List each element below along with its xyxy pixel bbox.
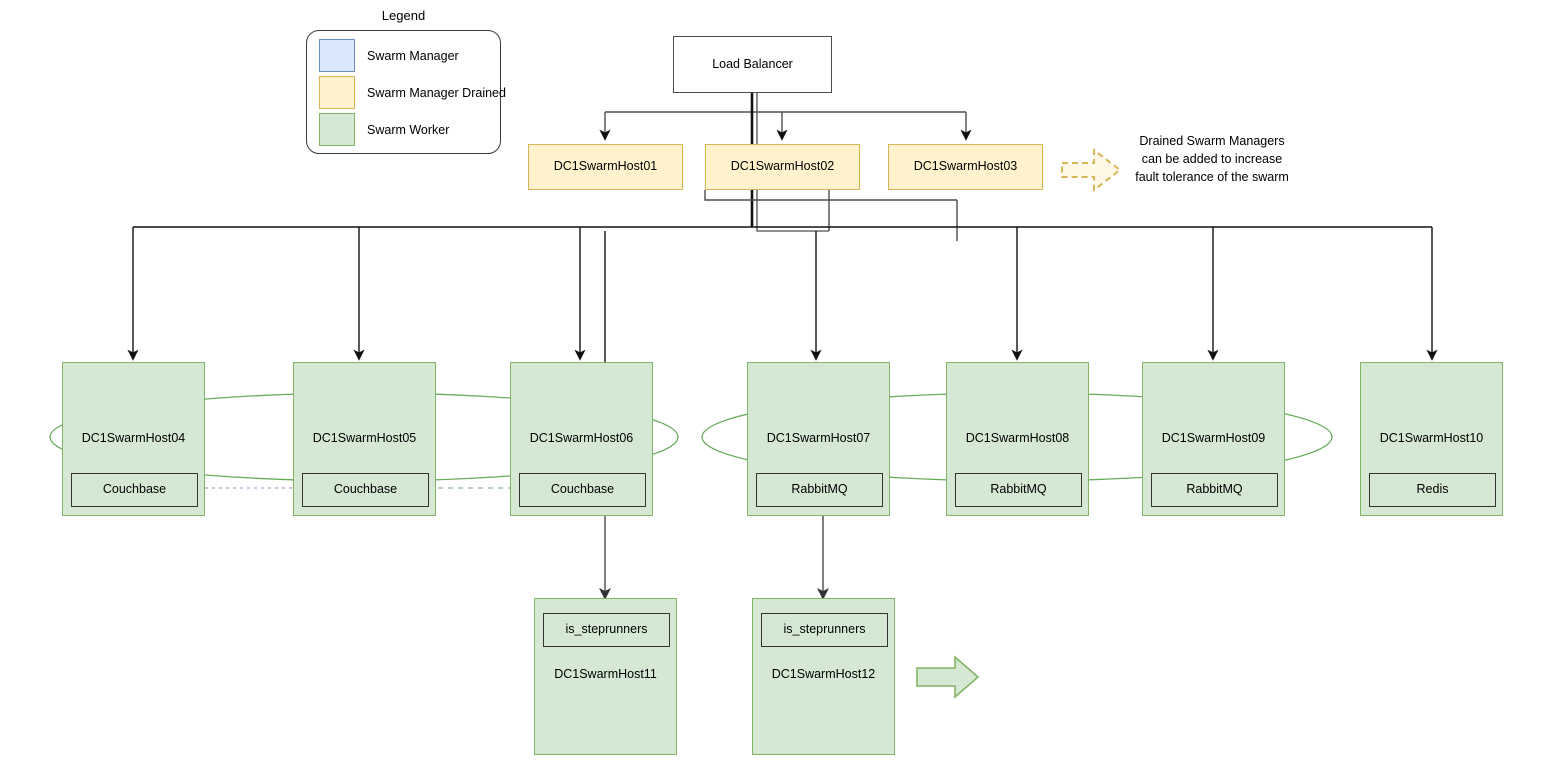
node-label: DC1SwarmHost10 bbox=[1379, 431, 1484, 445]
node-dc1swarmhost11[interactable]: is_steprunners DC1SwarmHost11 bbox=[534, 598, 677, 755]
node-dc1swarmhost08[interactable]: DC1SwarmHost08 RabbitMQ bbox=[946, 362, 1089, 516]
node-dc1swarmhost12[interactable]: is_steprunners DC1SwarmHost12 bbox=[752, 598, 895, 755]
legend-title: Legend bbox=[381, 8, 426, 23]
node-dc1swarmhost07[interactable]: DC1SwarmHost07 RabbitMQ bbox=[747, 362, 890, 516]
node-label: Load Balancer bbox=[712, 56, 793, 71]
node-dc1swarmhost06[interactable]: DC1SwarmHost06 Couchbase bbox=[510, 362, 653, 516]
legend-item-swarm-worker: Swarm Worker bbox=[319, 113, 449, 146]
node-dc1swarmhost04[interactable]: DC1SwarmHost04 Couchbase bbox=[62, 362, 205, 516]
drained-callout-arrow bbox=[1061, 147, 1122, 193]
node-dc1swarmhost03[interactable]: DC1SwarmHost03 bbox=[888, 144, 1043, 190]
service-rabbitmq[interactable]: RabbitMQ bbox=[955, 473, 1082, 507]
node-label: DC1SwarmHost05 bbox=[312, 431, 417, 445]
legend-item-swarm-manager: Swarm Manager bbox=[319, 39, 459, 72]
expansion-block-arrow bbox=[916, 655, 980, 699]
service-is-steprunners[interactable]: is_steprunners bbox=[543, 613, 670, 647]
swarm-manager-drained-swatch bbox=[319, 76, 355, 109]
node-label: DC1SwarmHost07 bbox=[766, 431, 871, 445]
legend-item-label: Swarm Worker bbox=[367, 122, 450, 137]
node-dc1swarmhost10[interactable]: DC1SwarmHost10 Redis bbox=[1360, 362, 1503, 516]
node-dc1swarmhost02[interactable]: DC1SwarmHost02 bbox=[705, 144, 860, 190]
node-label: DC1SwarmHost08 bbox=[965, 431, 1070, 445]
node-dc1swarmhost09[interactable]: DC1SwarmHost09 RabbitMQ bbox=[1142, 362, 1285, 516]
service-redis[interactable]: Redis bbox=[1369, 473, 1496, 507]
service-couchbase[interactable]: Couchbase bbox=[519, 473, 646, 507]
legend-box: Swarm Manager Swarm Manager Drained Swar… bbox=[306, 30, 506, 154]
legend-item-label: Swarm Manager bbox=[367, 48, 459, 63]
node-label: DC1SwarmHost01 bbox=[553, 159, 658, 174]
service-couchbase[interactable]: Couchbase bbox=[71, 473, 198, 507]
node-dc1swarmhost01[interactable]: DC1SwarmHost01 bbox=[528, 144, 683, 190]
drained-managers-note: Drained Swarm Managers can be added to i… bbox=[1135, 134, 1289, 185]
service-is-steprunners[interactable]: is_steprunners bbox=[761, 613, 888, 647]
service-couchbase[interactable]: Couchbase bbox=[302, 473, 429, 507]
node-label: DC1SwarmHost02 bbox=[730, 159, 835, 174]
service-rabbitmq[interactable]: RabbitMQ bbox=[756, 473, 883, 507]
node-label: DC1SwarmHost03 bbox=[913, 159, 1018, 174]
node-label: DC1SwarmHost12 bbox=[771, 667, 876, 681]
swarm-worker-swatch bbox=[319, 113, 355, 146]
node-label: DC1SwarmHost04 bbox=[81, 431, 186, 445]
node-load-balancer[interactable]: Load Balancer bbox=[673, 36, 832, 93]
legend-item-label: Swarm Manager Drained bbox=[367, 85, 506, 100]
node-dc1swarmhost05[interactable]: DC1SwarmHost05 Couchbase bbox=[293, 362, 436, 516]
legend-item-swarm-manager-drained: Swarm Manager Drained bbox=[319, 76, 506, 109]
node-label: DC1SwarmHost11 bbox=[554, 667, 657, 681]
node-label: DC1SwarmHost06 bbox=[529, 431, 634, 445]
service-rabbitmq[interactable]: RabbitMQ bbox=[1151, 473, 1278, 507]
node-label: DC1SwarmHost09 bbox=[1161, 431, 1266, 445]
swarm-manager-swatch bbox=[319, 39, 355, 72]
